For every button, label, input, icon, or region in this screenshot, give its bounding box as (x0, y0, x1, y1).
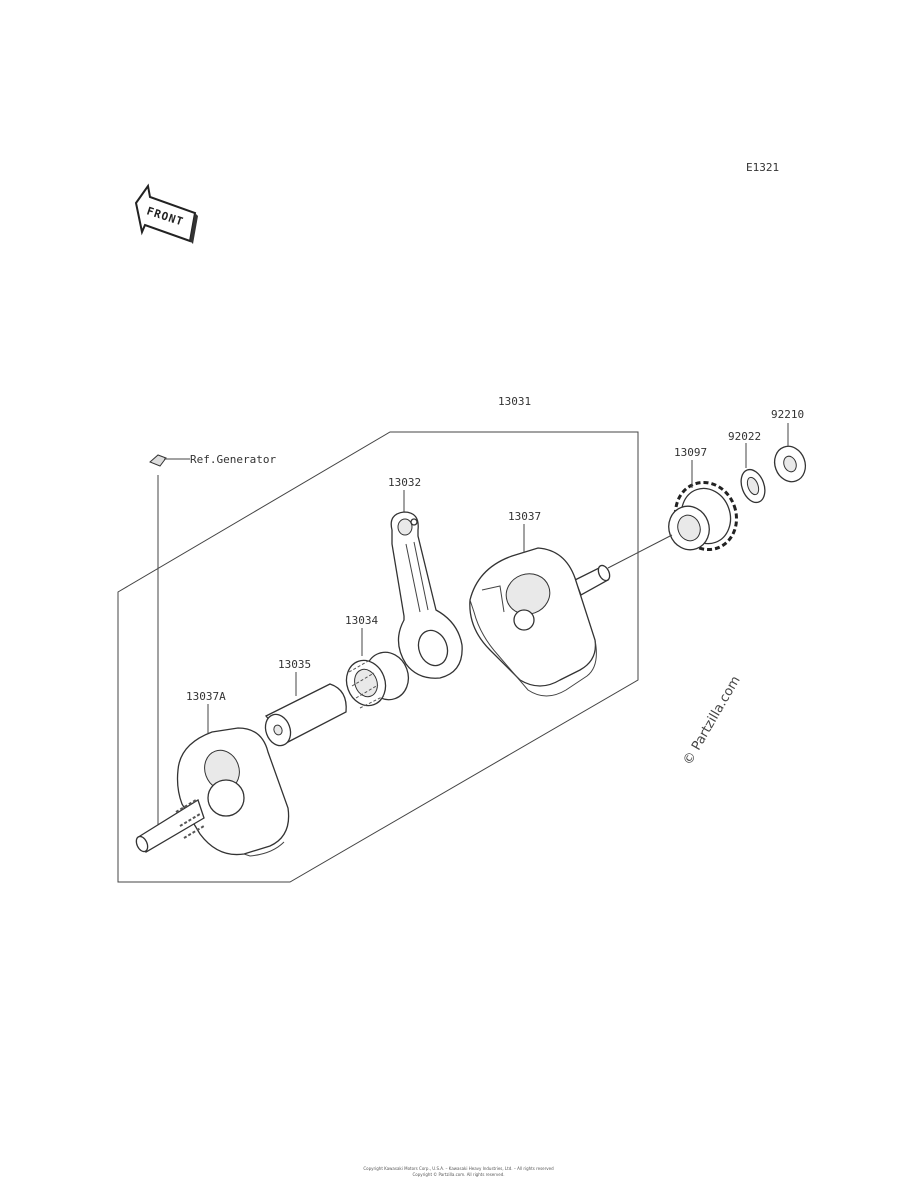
callout-13032: 13032 (388, 476, 421, 489)
collar-part (773, 445, 807, 483)
callout-13035: 13035 (278, 658, 311, 671)
callout-92022: 92022 (728, 430, 761, 443)
assembly-outline (117, 431, 639, 883)
callout-92210: 92210 (771, 408, 804, 421)
footer-copyright-line1: Copyright Kawasaki Motors Corp., U.S.A. … (363, 1166, 554, 1171)
crank-pin-part (264, 683, 347, 747)
callout-13097: 13097 (674, 446, 707, 459)
callout-13034: 13034 (345, 614, 378, 627)
washer-part (740, 468, 766, 504)
ref-generator-label: Ref.Generator (190, 453, 276, 466)
callout-13037: 13037 (508, 510, 541, 523)
ref-generator-pointer (149, 454, 190, 840)
needle-bearing-part (345, 651, 410, 709)
gear-part (668, 480, 738, 552)
watermark-text: © Partzilla.com (680, 674, 743, 768)
callout-13037a: 13037A (186, 690, 226, 703)
callout-13031: 13031 (498, 395, 531, 408)
diagram-code: E1321 (746, 161, 779, 174)
crank-left-part (135, 727, 290, 857)
footer: Copyright Kawasaki Motors Corp., U.S.A. … (0, 1166, 917, 1178)
connecting-rod-part (390, 511, 463, 679)
front-arrow-icon: FRONT (134, 183, 198, 244)
footer-copyright-line2: Copyright © Partzilla.com. All rights re… (412, 1172, 505, 1177)
crank-right-part (469, 534, 673, 697)
